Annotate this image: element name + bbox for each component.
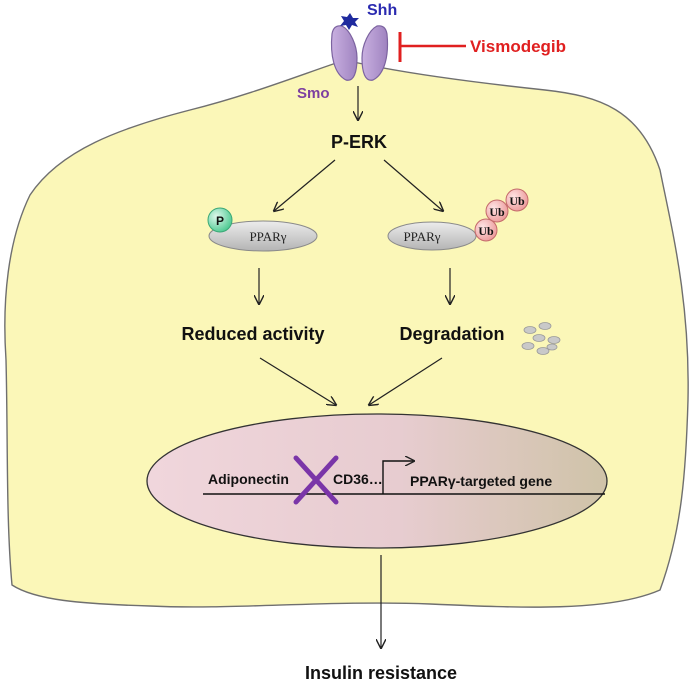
ub-label-2: Ub <box>489 205 505 219</box>
arrow-left-to-nucleus <box>259 357 336 405</box>
smo-receptor <box>330 25 389 81</box>
degradation-fragments-icon <box>521 322 561 355</box>
pparg-ubiquitinated: PPARγ Ub Ub Ub <box>387 188 529 251</box>
shh-star-icon <box>340 13 359 30</box>
adiponectin-label: Adiponectin <box>208 471 289 487</box>
smo-label: Smo <box>297 85 330 102</box>
degradation-label: Degradation <box>399 324 504 344</box>
cd36-label: CD36… <box>333 471 383 487</box>
pparg-targeted-gene-label: PPARγ-targeted gene <box>410 473 552 489</box>
vismodegib-label: Vismodegib <box>470 37 566 56</box>
ub-tag-3 <box>505 188 529 212</box>
reduced-activity-label: Reduced activity <box>181 324 324 344</box>
ub-label-1: Ub <box>478 224 494 238</box>
arrow-perk-right <box>383 159 443 211</box>
pparg-right-label: PPARγ <box>403 229 440 244</box>
perk-label: P-ERK <box>331 132 387 152</box>
shh-label: Shh <box>367 2 397 19</box>
pparg-left-label: PPARγ <box>249 229 286 244</box>
insulin-resistance-label: Insulin resistance <box>305 663 457 683</box>
ub-label-3: Ub <box>509 194 525 208</box>
pparg-phosphorylated: PPARγ P <box>207 207 318 252</box>
arrow-right-to-nucleus <box>369 357 443 405</box>
phospho-tag <box>207 207 233 233</box>
phospho-label: P <box>216 214 224 228</box>
transcription-start-arrow <box>382 461 414 494</box>
ub-tag-2 <box>485 199 509 223</box>
ub-tag-1 <box>474 218 498 242</box>
nucleus <box>146 413 608 549</box>
arrow-perk-left <box>274 159 336 211</box>
gene-block-x-icon <box>293 455 339 505</box>
